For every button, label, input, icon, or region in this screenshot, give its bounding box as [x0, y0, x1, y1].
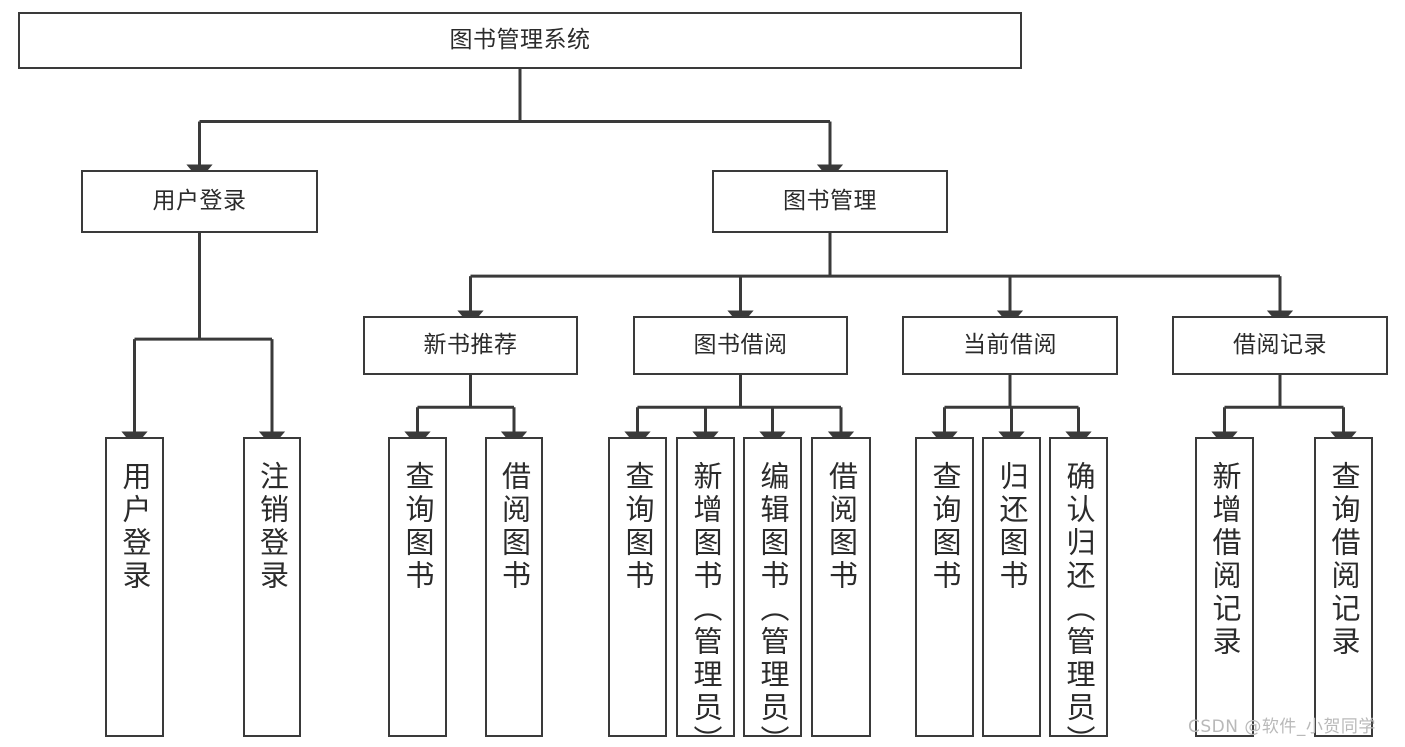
node-leaf-query-borrow-record[interactable]: 查询借阅记录: [1314, 437, 1373, 737]
node-book-borrow[interactable]: 图书借阅: [633, 316, 848, 375]
watermark: CSDN @软件_小贺同学: [1188, 717, 1376, 737]
node-leaf-query-book-rec[interactable]: 查询图书: [388, 437, 447, 737]
node-leaf-query-book-borrow[interactable]: 查询图书: [608, 437, 667, 737]
node-leaf-query-book-current[interactable]: 查询图书: [915, 437, 974, 737]
node-leaf-logout[interactable]: 注销登录: [243, 437, 301, 737]
node-leaf-edit-book[interactable]: 编辑图书（管理员）: [743, 437, 802, 747]
node-label: 图书管理系统: [449, 27, 591, 54]
node-label: 当前借阅: [963, 332, 1057, 359]
node-new-book-rec[interactable]: 新书推荐: [363, 316, 578, 375]
node-label: 归还图书: [995, 461, 1029, 593]
node-label: 用户登录: [118, 461, 152, 593]
node-user-login[interactable]: 用户登录: [81, 170, 318, 233]
node-label: 确认归还（管理员）: [1062, 461, 1096, 747]
node-label: 图书借阅: [693, 332, 788, 359]
node-leaf-borrow-book-rec[interactable]: 借阅图书: [485, 437, 543, 737]
node-label: 新增借阅记录: [1208, 461, 1242, 659]
node-label: 借阅图书: [824, 461, 859, 593]
node-book-manage[interactable]: 图书管理: [712, 170, 948, 233]
node-label: 编辑图书（管理员）: [756, 461, 790, 747]
node-label: 借阅图书: [497, 461, 532, 593]
node-current-borrow[interactable]: 当前借阅: [902, 316, 1118, 375]
node-leaf-borrow-book[interactable]: 借阅图书: [811, 437, 871, 737]
node-label: 新增图书（管理员）: [689, 461, 723, 747]
node-label: 图书管理: [783, 188, 877, 215]
node-leaf-return-book[interactable]: 归还图书: [982, 437, 1041, 737]
node-label: 查询图书: [928, 461, 962, 593]
node-borrow-record[interactable]: 借阅记录: [1172, 316, 1388, 375]
node-leaf-add-book[interactable]: 新增图书（管理员）: [676, 437, 735, 747]
node-label: 查询图书: [401, 461, 435, 593]
node-label: 借阅记录: [1233, 332, 1327, 359]
node-label: 查询图书: [621, 461, 655, 593]
node-label: 注销登录: [255, 461, 290, 593]
node-leaf-confirm-return[interactable]: 确认归还（管理员）: [1049, 437, 1108, 747]
node-label: 新书推荐: [423, 332, 518, 359]
node-leaf-add-borrow-record[interactable]: 新增借阅记录: [1195, 437, 1254, 737]
node-leaf-user-login[interactable]: 用户登录: [105, 437, 164, 737]
node-root[interactable]: 图书管理系统: [18, 12, 1022, 69]
node-label: 查询借阅记录: [1327, 461, 1361, 659]
node-label: 用户登录: [152, 188, 247, 215]
